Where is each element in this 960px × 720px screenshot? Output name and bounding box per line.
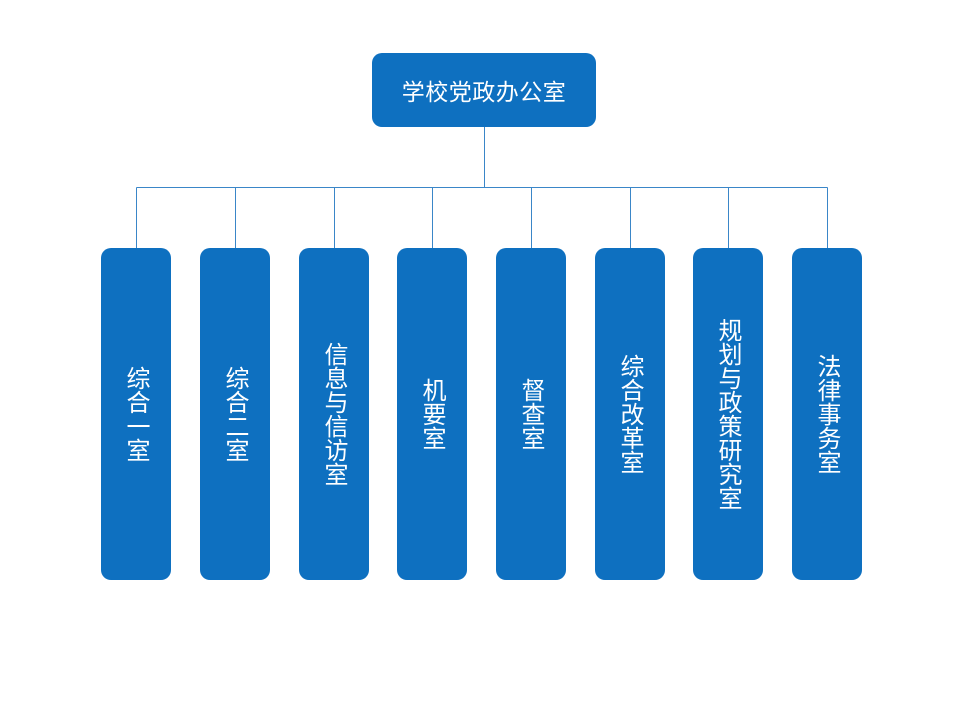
dept-node-label: 督查室 (517, 378, 545, 450)
dept-node-label: 法律事务室 (813, 354, 841, 474)
dept-node-general-office-2: 综合二室 (200, 248, 270, 580)
dept-node-legal-affairs: 法律事务室 (792, 248, 862, 580)
dept-node-planning-policy-research: 规划与政策研究室 (693, 248, 763, 580)
dept-node-label: 综合改革室 (616, 354, 644, 474)
dept-node-information-petition: 信息与信访室 (299, 248, 369, 580)
dept-node-label: 机要室 (418, 378, 446, 450)
dept-node-supervision: 督查室 (496, 248, 566, 580)
dept-node-general-office-1: 综合一室 (101, 248, 171, 580)
dept-node-label: 规划与政策研究室 (714, 318, 742, 510)
dept-node-comprehensive-reform: 综合改革室 (595, 248, 665, 580)
dept-node-label: 信息与信访室 (320, 342, 348, 486)
dept-node-label: 综合一室 (122, 366, 150, 462)
root-node-school-party-office: 学校党政办公室 (372, 53, 596, 127)
dept-node-label: 综合二室 (221, 366, 249, 462)
dept-node-confidential: 机要室 (397, 248, 467, 580)
root-node-label: 学校党政办公室 (401, 80, 567, 106)
